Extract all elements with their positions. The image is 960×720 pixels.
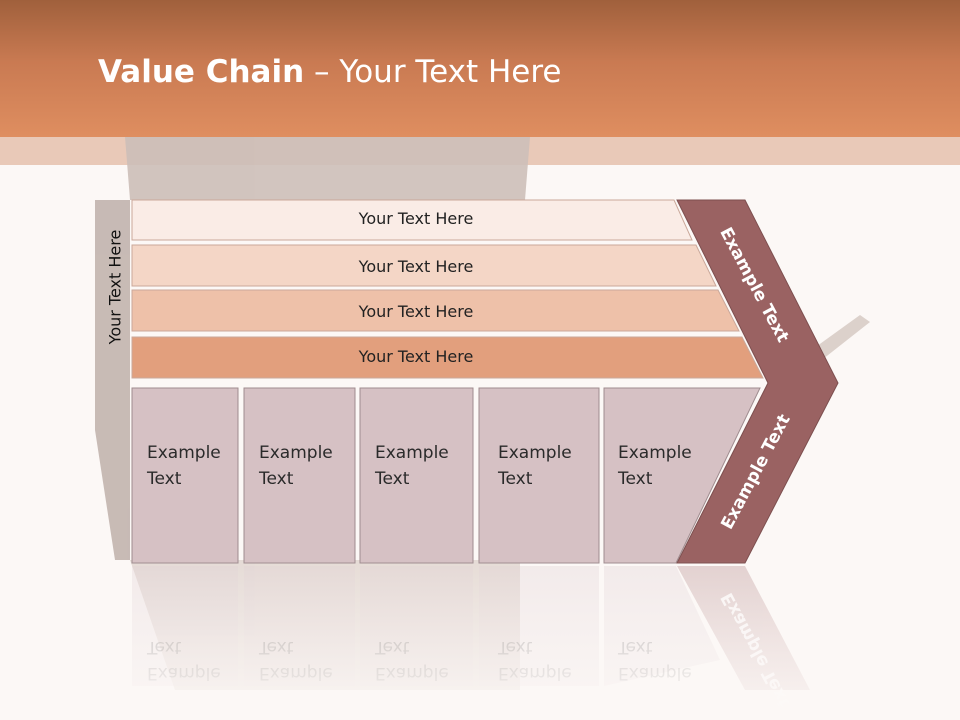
box-4-shape: [478, 387, 600, 564]
box-1-line-2: Text: [147, 469, 182, 489]
bar-1-label: Your Text Here: [358, 209, 474, 228]
reflection-fade: [0, 560, 960, 720]
box-3-shape: [359, 387, 474, 564]
bar-3-label: Your Text Here: [358, 302, 474, 321]
title-rest: – Your Text Here: [304, 54, 562, 90]
box-1-shape: [131, 387, 239, 564]
slide-title: Value Chain – Your Text Here: [98, 54, 561, 90]
side-label: Your Text Here: [105, 229, 125, 345]
box-3-line-1: Example: [375, 443, 449, 463]
box-3-line-2: Text: [375, 469, 410, 489]
box-2-shape: [243, 387, 356, 564]
bar-2-shape: [131, 244, 717, 287]
box-4-line-1: Example: [498, 443, 572, 463]
box-2-line-2: Text: [259, 469, 294, 489]
box-5-line-1: Example: [618, 443, 692, 463]
bar-4-shape: [131, 336, 764, 379]
header-banner: [0, 0, 960, 137]
bar-2-label: Your Text Here: [358, 257, 474, 276]
bar-3-shape: [131, 289, 740, 332]
bar-1-shape: [131, 199, 693, 241]
box-5-line-2: Text: [618, 469, 653, 489]
bar-4-label: Your Text Here: [358, 347, 474, 366]
box-4-line-2: Text: [498, 469, 533, 489]
title-bold: Value Chain: [98, 54, 305, 90]
box-1-line-1: Example: [147, 443, 221, 463]
box-2-line-1: Example: [259, 443, 333, 463]
